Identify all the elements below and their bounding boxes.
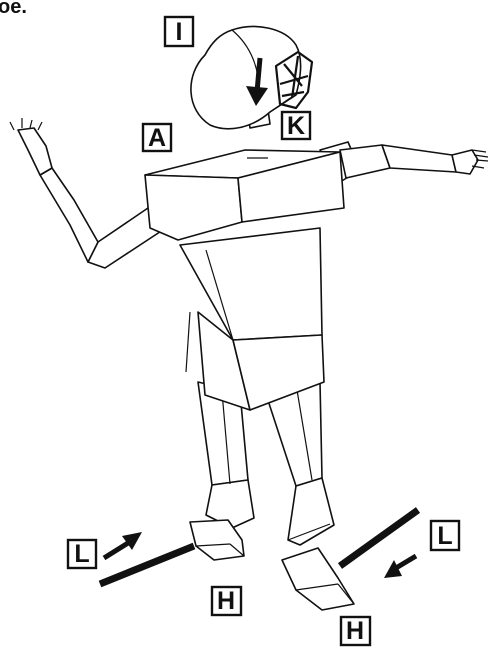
label-shoulders: A xyxy=(141,122,173,153)
shoulder-box xyxy=(144,149,345,241)
svg-text:K: K xyxy=(287,112,305,140)
label-slide-right: L xyxy=(429,519,461,552)
helmet-down-arrow xyxy=(246,57,268,106)
left-slide-bar xyxy=(98,542,196,588)
label-slide-left: L xyxy=(66,538,98,570)
face-guard xyxy=(274,50,314,110)
right-leg xyxy=(261,381,335,546)
svg-text:I: I xyxy=(176,18,183,46)
label-helmet: I xyxy=(163,15,195,48)
svg-text:A: A xyxy=(148,124,166,152)
left-hand xyxy=(9,118,53,176)
svg-text:H: H xyxy=(217,587,235,615)
svg-text:L: L xyxy=(437,522,452,550)
svg-text:L: L xyxy=(74,540,89,568)
label-foot-left: H xyxy=(210,585,243,617)
left-slide-arrow xyxy=(102,532,142,561)
right-arm xyxy=(319,141,457,183)
right-slide-bar xyxy=(337,507,421,569)
svg-text:H: H xyxy=(346,617,364,645)
right-foot xyxy=(281,547,355,611)
left-leg xyxy=(197,381,255,529)
left-foot xyxy=(189,519,245,561)
label-foot-right: H xyxy=(339,615,372,647)
label-neck: K xyxy=(280,110,312,141)
caption-fragment: oe. xyxy=(0,0,27,18)
right-slide-arrow xyxy=(384,553,418,578)
right-hand xyxy=(451,149,489,175)
torso xyxy=(179,227,325,411)
